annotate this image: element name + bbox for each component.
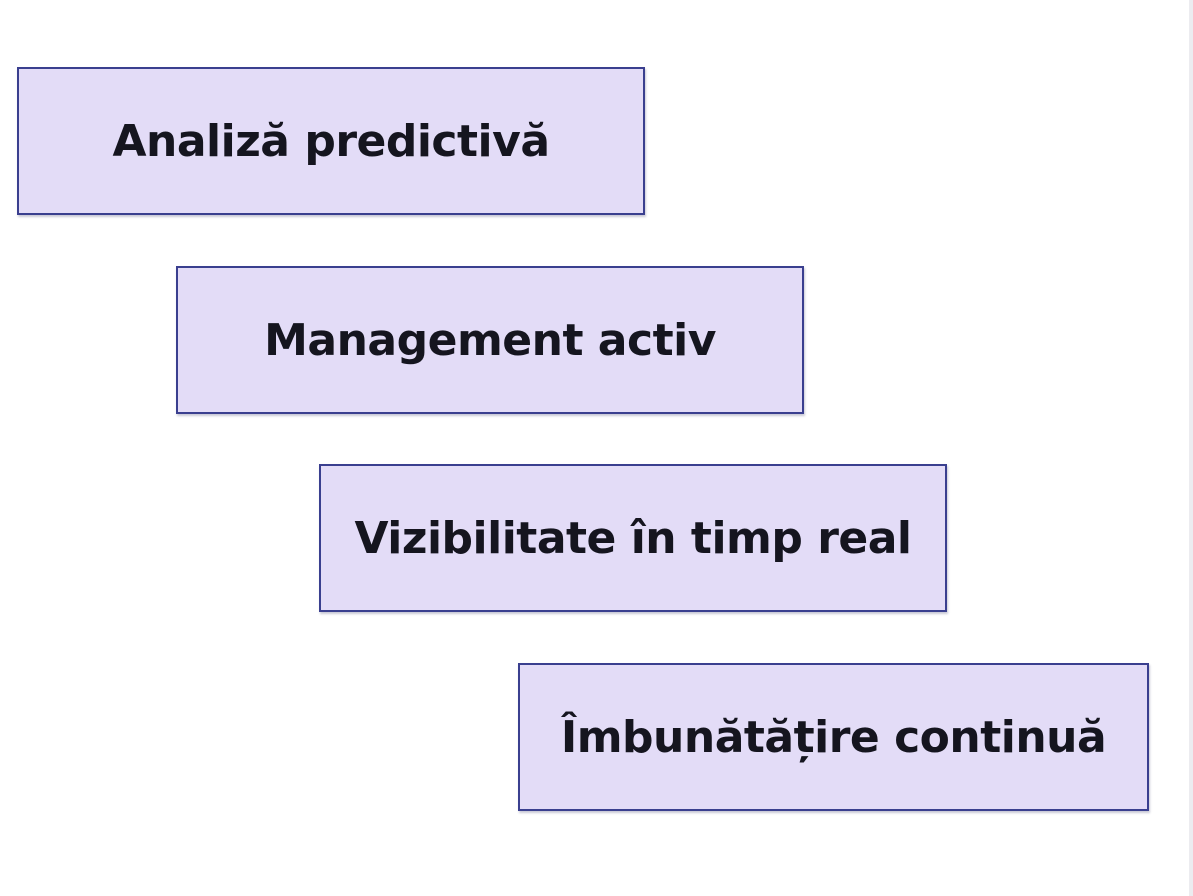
step-label: Îmbunătățire continuă — [560, 711, 1107, 763]
step-box-continuous-improvement: Îmbunătățire continuă — [518, 663, 1149, 811]
page-edge — [1189, 0, 1193, 896]
step-label: Management activ — [264, 314, 716, 366]
step-box-real-time-visibility: Vizibilitate în timp real — [319, 464, 947, 612]
step-label: Vizibilitate în timp real — [354, 512, 912, 564]
step-box-predictive-analysis: Analiză predictivă — [17, 67, 645, 215]
step-label: Analiză predictivă — [112, 115, 550, 167]
step-box-active-management: Management activ — [176, 266, 804, 414]
